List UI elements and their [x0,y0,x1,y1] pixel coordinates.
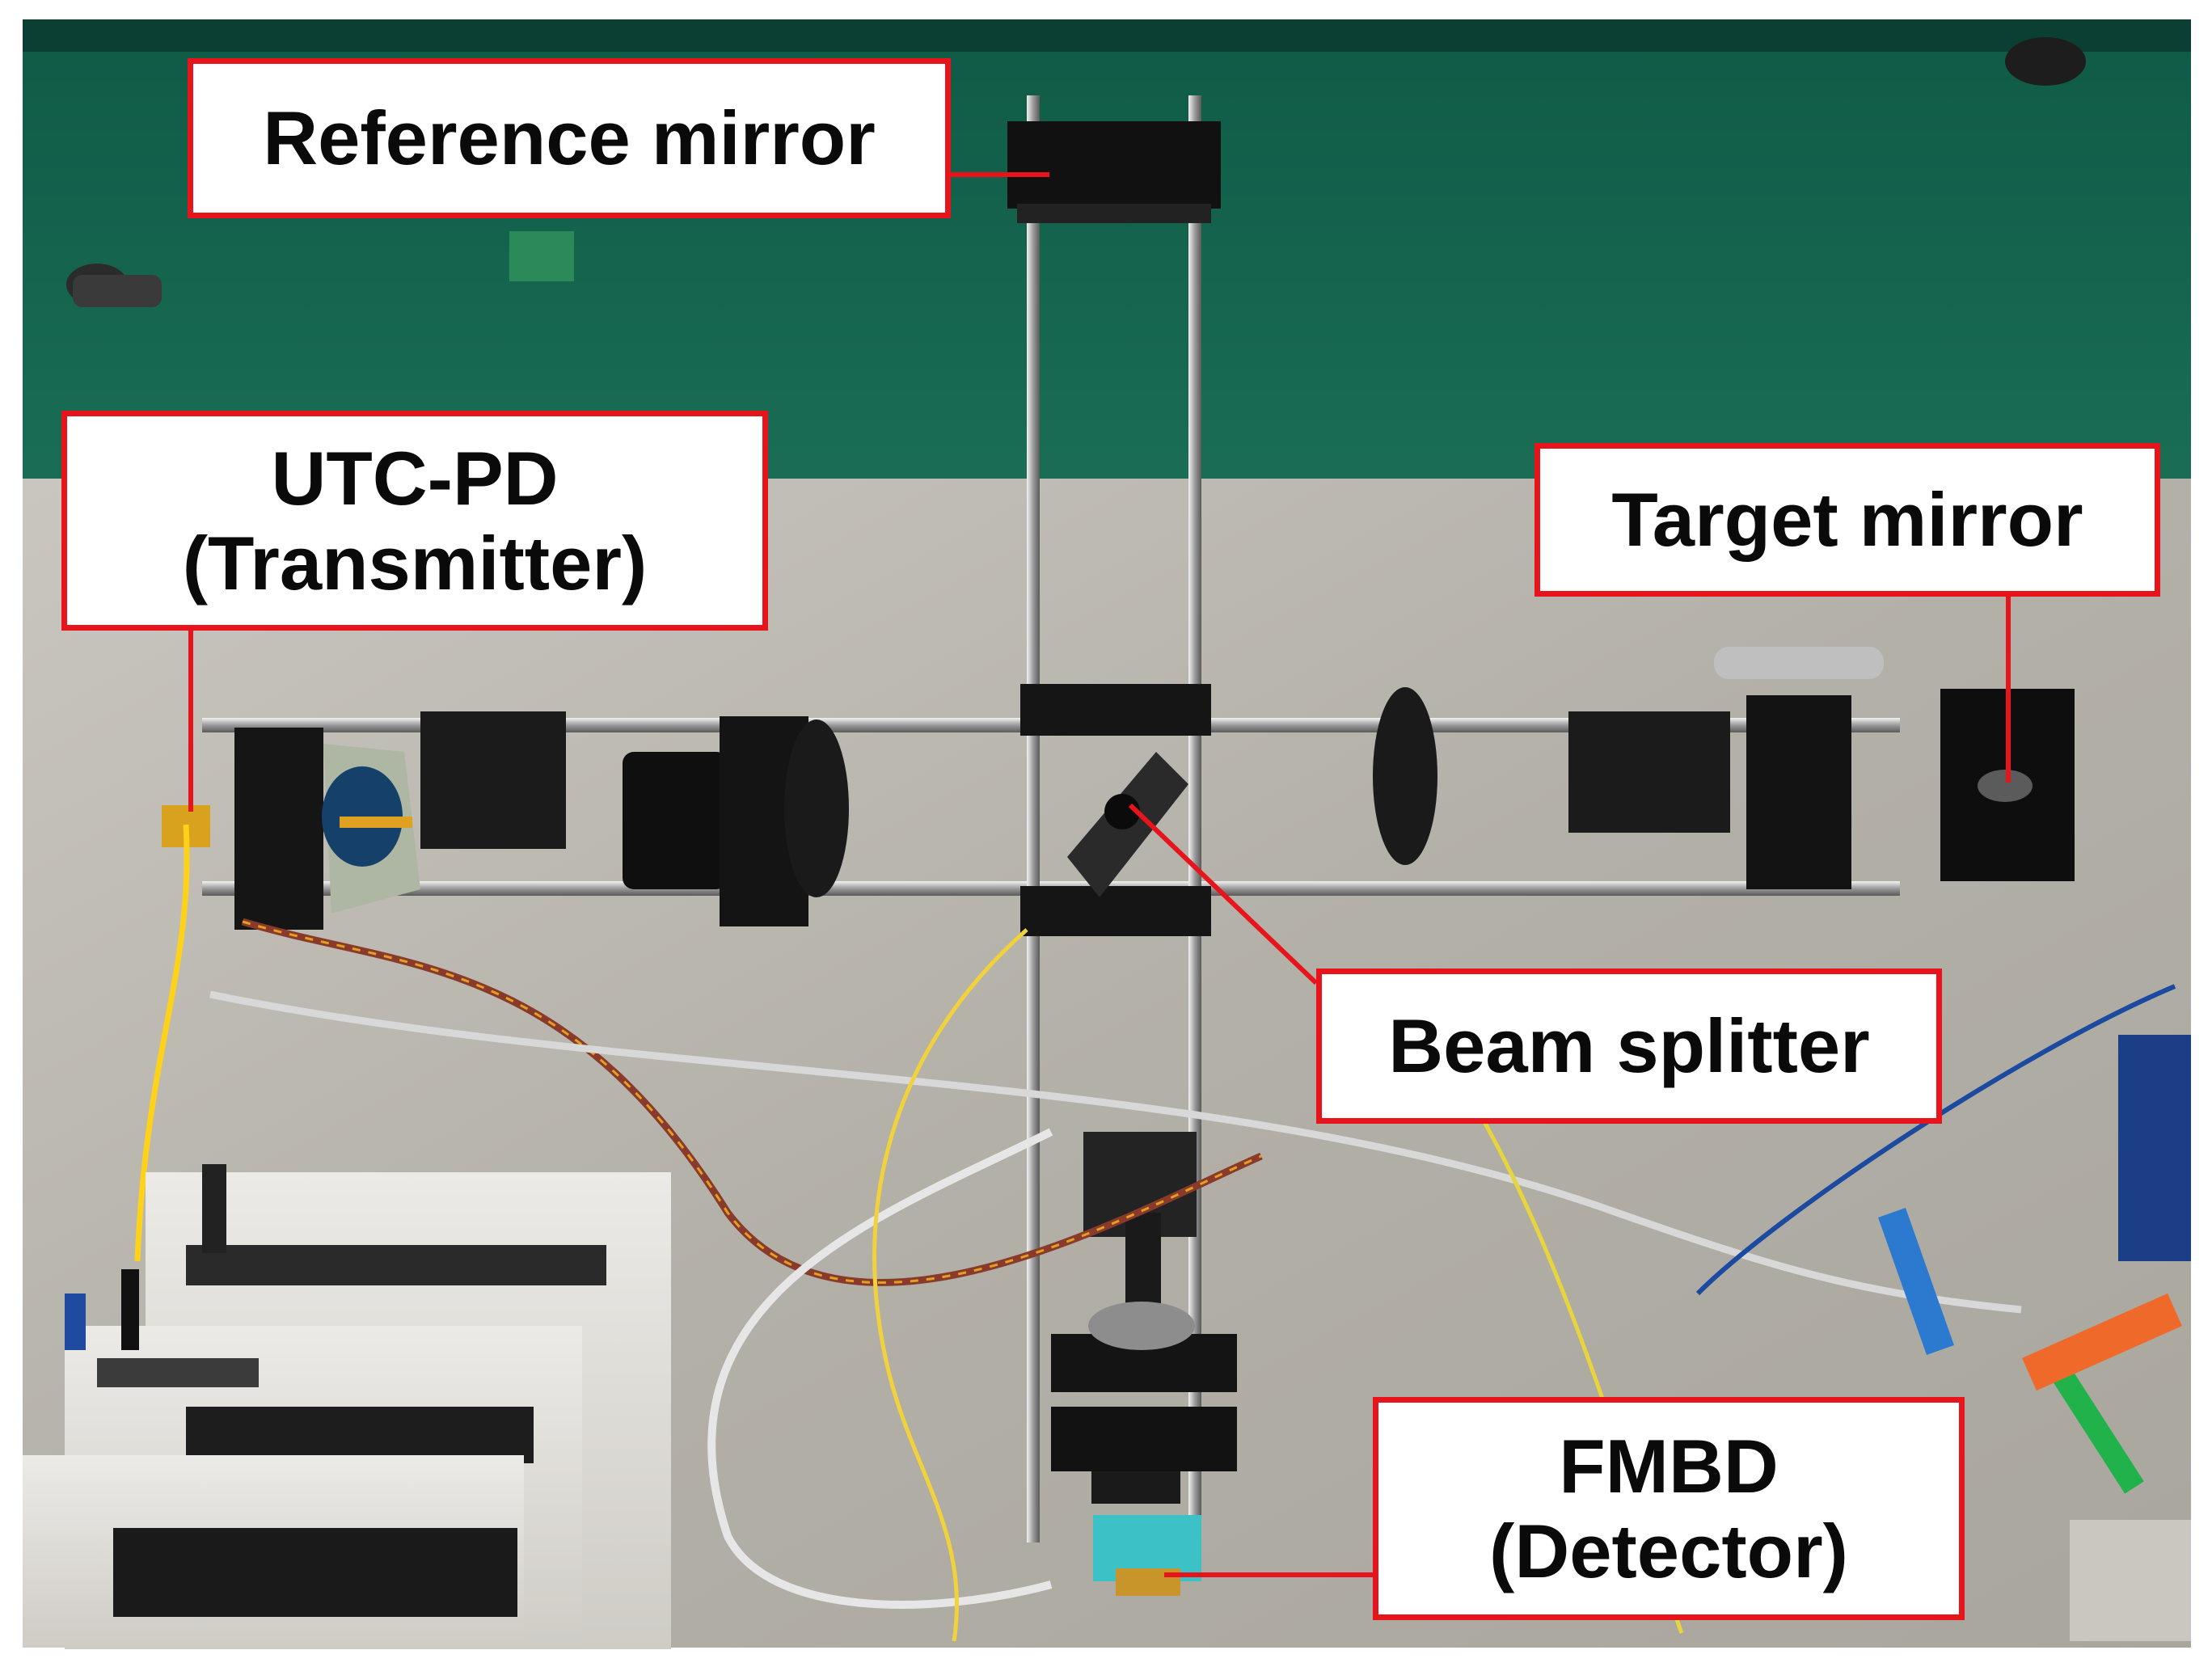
beam-splitter-label: Beam splitter [1316,969,1942,1124]
fmbd-subtitle: (Detector) [1489,1509,1848,1593]
fmbd-title: FMBD [1559,1423,1779,1509]
utc-pd-subtitle: (Transmitter) [182,521,648,606]
reference-mirror-text: Reference mirror [263,95,876,181]
fmbd-label: FMBD (Detector) [1373,1397,1965,1620]
target-mirror-label: Target mirror [1534,443,2160,597]
leader-lines [188,172,2011,1577]
beam-splitter-text: Beam splitter [1388,1003,1870,1089]
utc-pd-title: UTC-PD [271,435,559,521]
reference-mirror-label: Reference mirror [188,58,951,218]
target-mirror-text: Target mirror [1611,477,2083,563]
utc-pd-label: UTC-PD (Transmitter) [61,411,768,631]
